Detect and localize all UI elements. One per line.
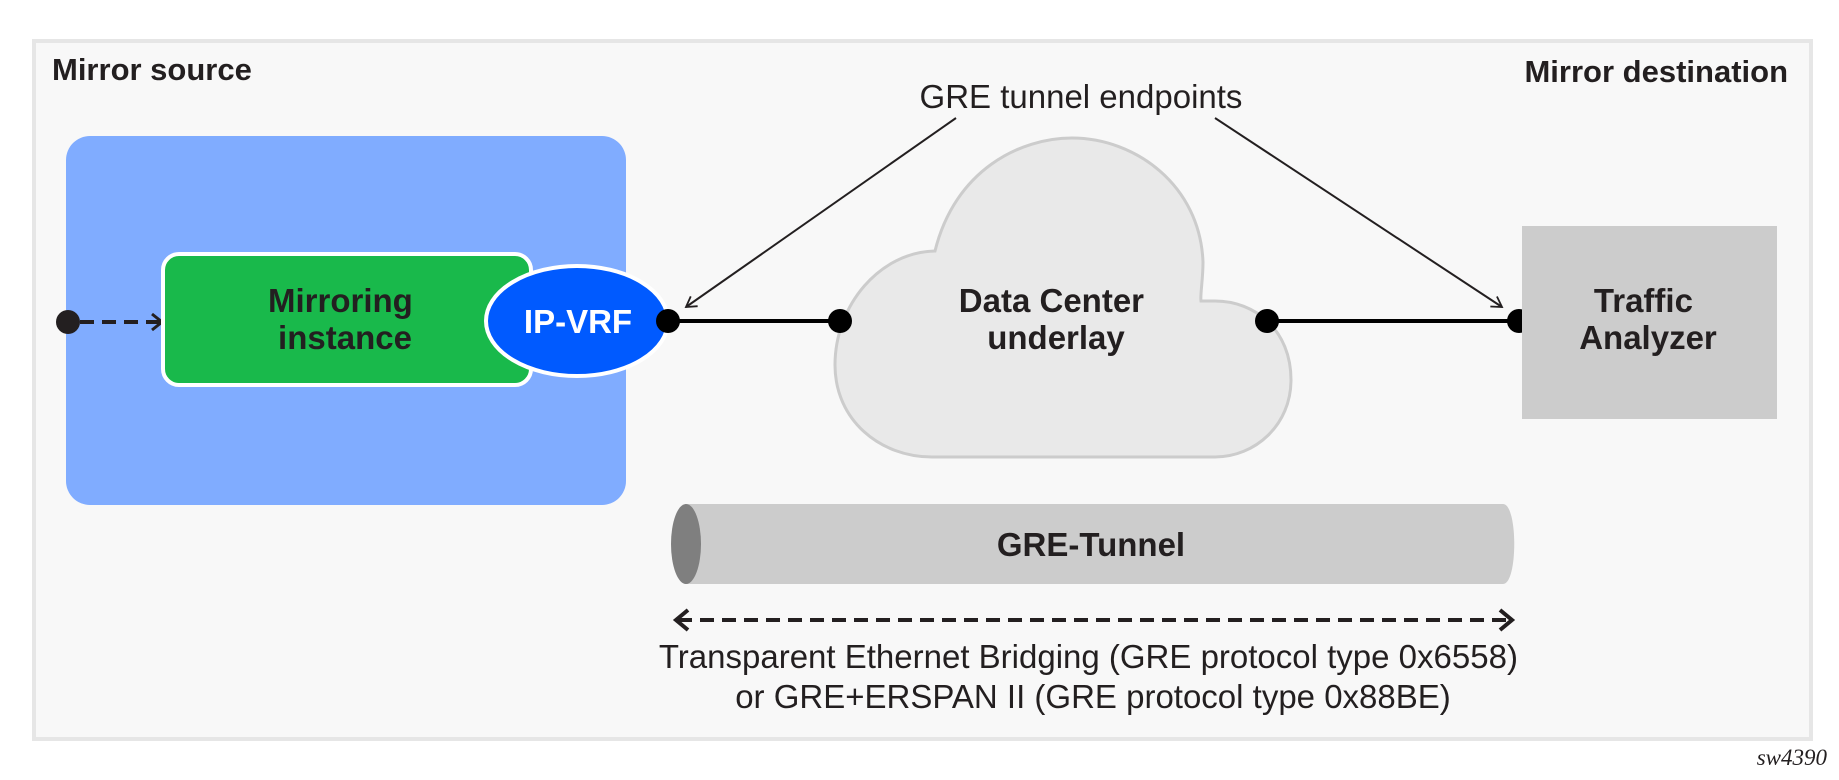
ingress-point	[56, 310, 80, 334]
figure-id: sw4390	[1757, 745, 1828, 770]
mirror-destination-title: Mirror destination	[1524, 54, 1788, 89]
traffic-analyzer-box	[1522, 226, 1777, 419]
callout-line-left	[684, 117, 957, 309]
gre-tunnel-end	[671, 504, 701, 584]
encapsulation-note: Transparent Ethernet Bridging (GRE proto…	[659, 638, 1527, 715]
gre-endpoints-callout: GRE tunnel endpoints	[920, 78, 1243, 115]
mirroring-instance-label: Mirroring instance	[268, 282, 422, 356]
callout-line-right	[1214, 117, 1504, 308]
span-arrowhead-left-icon	[672, 608, 690, 632]
mirror-source-title: Mirror source	[52, 52, 252, 87]
cloud-edge-right	[1255, 309, 1279, 333]
span-arrowhead-right-icon	[1498, 608, 1516, 632]
cloud-edge-left	[828, 309, 852, 333]
gre-tunnel-body	[685, 504, 1515, 584]
ip-vrf-label: IP-VRF	[524, 303, 632, 340]
cloud-label: Data Center underlay	[959, 282, 1153, 356]
gre-tunnel-label: GRE-Tunnel	[997, 526, 1185, 563]
traffic-analyzer-label: Traffic Analyzer	[1579, 282, 1717, 356]
tunnel-endpoint-source	[656, 309, 680, 333]
